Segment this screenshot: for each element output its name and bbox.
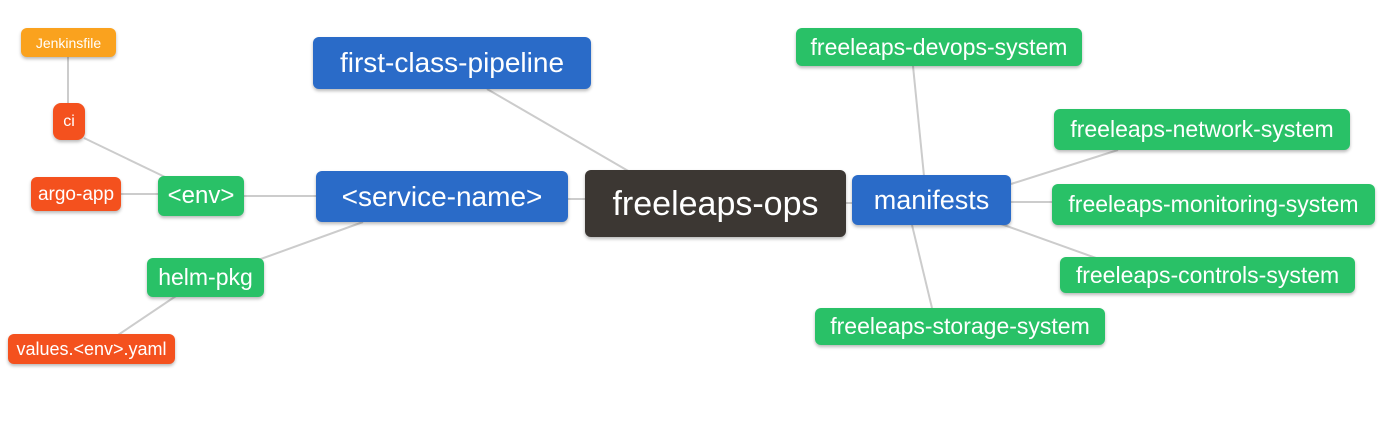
node-label: argo-app — [37, 183, 115, 205]
node-label: first-class-pipeline — [339, 47, 565, 78]
edge-helm-pkg-values-env-yaml — [117, 295, 177, 336]
node-service-name[interactable]: <service-name> — [316, 171, 568, 222]
edge-service-name-helm-pkg — [257, 221, 364, 261]
edge-manifests-freeleaps-controls-system — [1000, 223, 1097, 259]
node-label: freeleaps-storage-system — [830, 313, 1090, 339]
node-label: helm-pkg — [158, 264, 253, 290]
node-label: <env> — [167, 182, 235, 209]
node-ci[interactable]: ci — [53, 103, 85, 140]
node-label: freeleaps-ops — [612, 184, 819, 223]
edge-manifests-freeleaps-network-system — [1010, 149, 1119, 185]
node-freeleaps-storage-system[interactable]: freeleaps-storage-system — [815, 308, 1105, 345]
node-freeleaps-network-system[interactable]: freeleaps-network-system — [1054, 109, 1350, 150]
node-first-class-pipeline[interactable]: first-class-pipeline — [313, 37, 591, 89]
node-freeleaps-devops-system[interactable]: freeleaps-devops-system — [796, 28, 1082, 66]
node-label: values.<env>.yaml — [16, 339, 167, 359]
node-manifests[interactable]: manifests — [852, 175, 1011, 225]
edge-manifests-freeleaps-devops-system — [912, 65, 925, 177]
node-label: Jenkinsfile — [35, 34, 102, 51]
node-freeleaps-ops[interactable]: freeleaps-ops — [585, 170, 846, 237]
node-freeleaps-controls-system[interactable]: freeleaps-controls-system — [1060, 257, 1355, 293]
node-argo-app[interactable]: argo-app — [31, 177, 121, 211]
node-label: freeleaps-monitoring-system — [1068, 191, 1359, 217]
node-helm-pkg[interactable]: helm-pkg — [147, 258, 264, 297]
edge-manifests-freeleaps-storage-system — [911, 224, 933, 309]
node-label: freeleaps-network-system — [1070, 116, 1334, 142]
node-label: ci — [63, 112, 75, 130]
node-label: <service-name> — [341, 180, 543, 212]
node-freeleaps-monitoring-system[interactable]: freeleaps-monitoring-system — [1052, 184, 1375, 225]
node-values-env-yaml[interactable]: values.<env>.yaml — [8, 334, 175, 364]
node-jenkinsfile[interactable]: Jenkinsfile — [21, 28, 116, 57]
node-label: freeleaps-controls-system — [1075, 261, 1340, 288]
node-label: freeleaps-devops-system — [810, 33, 1068, 60]
node-env[interactable]: <env> — [158, 176, 244, 216]
edge-first-class-pipeline-freeleaps-ops — [486, 88, 631, 173]
edge-ci-env — [83, 137, 166, 178]
node-label: manifests — [873, 184, 990, 215]
